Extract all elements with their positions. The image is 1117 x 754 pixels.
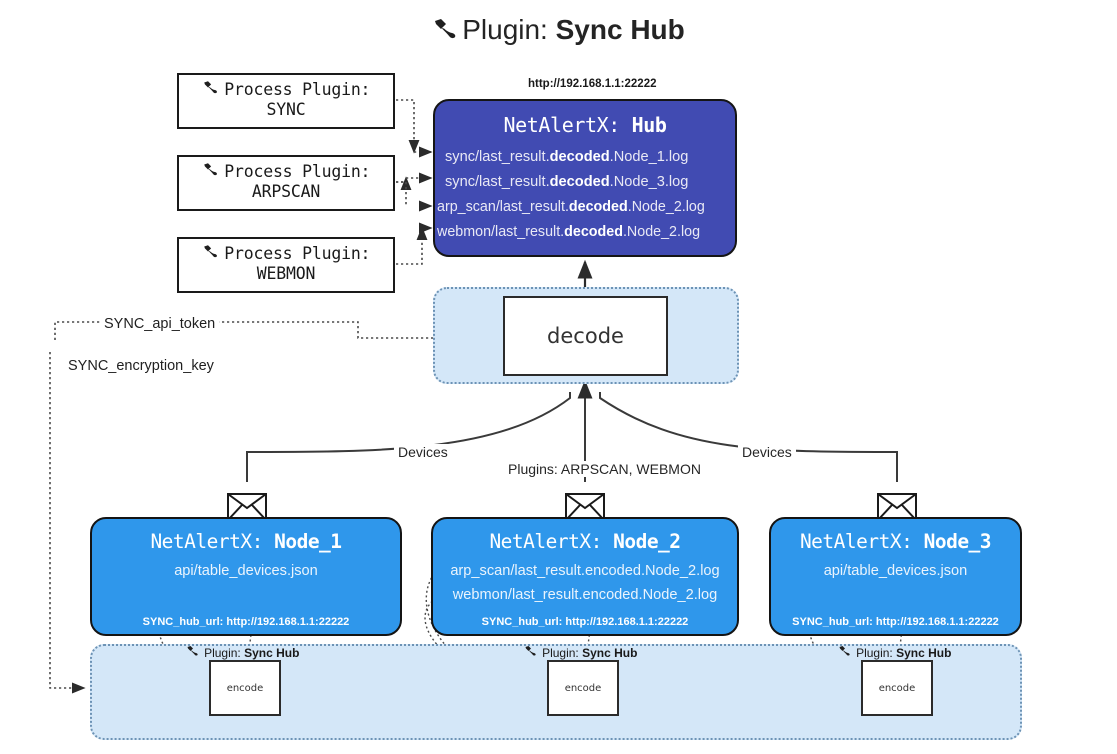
node-1[interactable]: NetAlertX: Node_1 api/table_devices.json… bbox=[90, 517, 402, 636]
node-line-list: api/table_devices.json bbox=[92, 559, 400, 583]
encode-box-3[interactable]: encode bbox=[861, 660, 933, 716]
envelope-icon bbox=[877, 493, 917, 521]
process-plugin-sync[interactable]: Process Plugin: SYNC bbox=[177, 73, 395, 129]
caption-prefix: Plugin: bbox=[856, 646, 893, 660]
plug-icon bbox=[186, 646, 202, 660]
hub-log-item: webmon/last_result.decoded.Node_2.log bbox=[435, 220, 735, 245]
caption-prefix: Plugin: bbox=[204, 646, 241, 660]
node-title-prefix: NetAlertX: bbox=[799, 530, 913, 553]
plug-icon bbox=[432, 17, 458, 48]
hub-log-list: sync/last_result.decoded.Node_1.log sync… bbox=[435, 145, 735, 245]
log-pre: sync/last_result. bbox=[445, 149, 550, 165]
sync-encryption-key-label: SYNC_encryption_key bbox=[64, 358, 218, 374]
hub-log-item: sync/last_result.decoded.Node_1.log bbox=[435, 145, 735, 170]
log-strong: decoded bbox=[549, 149, 610, 165]
caption-name: Sync Hub bbox=[896, 646, 952, 660]
plug-icon bbox=[524, 646, 540, 660]
log-post: .Node_2.log bbox=[622, 224, 701, 240]
process-plugin-arpscan[interactable]: Process Plugin: ARPSCAN bbox=[177, 155, 395, 211]
hub-log-item: sync/last_result.decoded.Node_3.log bbox=[435, 170, 735, 195]
node-2[interactable]: NetAlertX: Node_2 arp_scan/last_result.e… bbox=[431, 517, 739, 636]
node-title-prefix: NetAlertX: bbox=[150, 530, 263, 553]
title-prefix: Plugin: bbox=[462, 14, 548, 45]
node-title-name: Node_2 bbox=[613, 530, 681, 553]
process-plugin-label: Process Plugin: bbox=[224, 80, 371, 99]
node-title: NetAlertX: Node_1 bbox=[92, 530, 400, 553]
caption-name: Sync Hub bbox=[244, 646, 300, 660]
node-title-name: Node_1 bbox=[274, 530, 342, 553]
plug-icon bbox=[202, 245, 224, 263]
encoder-caption-2: Plugin: Sync Hub bbox=[524, 645, 637, 660]
caption-prefix: Plugin: bbox=[542, 646, 579, 660]
hub-url-label: http://192.168.1.1:22222 bbox=[528, 78, 657, 90]
process-plugin-label: Process Plugin: bbox=[224, 244, 371, 263]
node-line: webmon/last_result.encoded.Node_2.log bbox=[452, 587, 718, 603]
edge-label-devices-right: Devices bbox=[738, 444, 796, 460]
hub-title-prefix: NetAlertX: bbox=[503, 113, 620, 137]
caption-name: Sync Hub bbox=[582, 646, 638, 660]
edge-label-devices-left: Devices bbox=[394, 444, 452, 460]
node-line-list: arp_scan/last_result.encoded.Node_2.log … bbox=[433, 559, 737, 607]
node-line: api/table_devices.json bbox=[823, 563, 968, 579]
node-line-list: api/table_devices.json bbox=[771, 559, 1020, 583]
hub-node[interactable]: NetAlertX: Hub sync/last_result.decoded.… bbox=[433, 99, 737, 257]
page-title: Plugin: Sync Hub bbox=[0, 14, 1117, 48]
title-name: Sync Hub bbox=[555, 14, 685, 45]
plug-icon bbox=[202, 163, 224, 181]
envelope-icon bbox=[565, 493, 605, 521]
node-title-name: Node_3 bbox=[923, 530, 992, 553]
hub-log-item: arp_scan/last_result.decoded.Node_2.log bbox=[435, 195, 735, 220]
node-line: api/table_devices.json bbox=[174, 563, 318, 579]
hub-title-name: Hub bbox=[631, 113, 667, 137]
plug-icon bbox=[838, 646, 854, 660]
envelope-icon bbox=[227, 493, 267, 521]
encoder-caption-3: Plugin: Sync Hub bbox=[838, 645, 951, 660]
process-plugin-label: Process Plugin: bbox=[224, 162, 371, 181]
node-title: NetAlertX: Node_3 bbox=[771, 530, 1020, 553]
log-post: .Node_3.log bbox=[609, 174, 689, 190]
log-pre: sync/last_result. bbox=[445, 174, 550, 190]
encode-box-2[interactable]: encode bbox=[547, 660, 619, 716]
node-title-prefix: NetAlertX: bbox=[489, 530, 602, 553]
log-strong: decoded bbox=[564, 224, 623, 240]
node-line: arp_scan/last_result.encoded.Node_2.log bbox=[450, 563, 720, 579]
node-3[interactable]: NetAlertX: Node_3 api/table_devices.json… bbox=[769, 517, 1022, 636]
edge-label-plugins: Plugins: ARPSCAN, WEBMON bbox=[504, 461, 705, 477]
log-post: .Node_1.log bbox=[609, 149, 689, 165]
hub-title: NetAlertX: Hub bbox=[435, 113, 735, 137]
node-hub-url: SYNC_hub_url: http://192.168.1.1:22222 bbox=[481, 616, 689, 628]
process-plugin-name: WEBMON bbox=[256, 264, 316, 284]
sync-api-token-label: SYNC_api_token bbox=[100, 316, 220, 332]
process-plugin-name: SYNC bbox=[266, 100, 306, 120]
plug-icon bbox=[202, 81, 224, 99]
decode-box[interactable]: decode bbox=[503, 296, 668, 376]
node-hub-url: SYNC_hub_url: http://192.168.1.1:22222 bbox=[142, 616, 350, 628]
node-hub-url: SYNC_hub_url: http://192.168.1.1:22222 bbox=[792, 616, 999, 628]
log-strong: decoded bbox=[549, 174, 610, 190]
node-title: NetAlertX: Node_2 bbox=[433, 530, 737, 553]
process-plugin-name: ARPSCAN bbox=[251, 182, 321, 202]
log-post: .Node_2.log bbox=[627, 199, 705, 215]
log-pre: arp_scan/last_result. bbox=[437, 199, 569, 215]
log-pre: webmon/last_result. bbox=[437, 224, 565, 240]
encode-box-1[interactable]: encode bbox=[209, 660, 281, 716]
encoder-caption-1: Plugin: Sync Hub bbox=[186, 645, 299, 660]
process-plugin-webmon[interactable]: Process Plugin: WEBMON bbox=[177, 237, 395, 293]
log-strong: decoded bbox=[568, 199, 628, 215]
